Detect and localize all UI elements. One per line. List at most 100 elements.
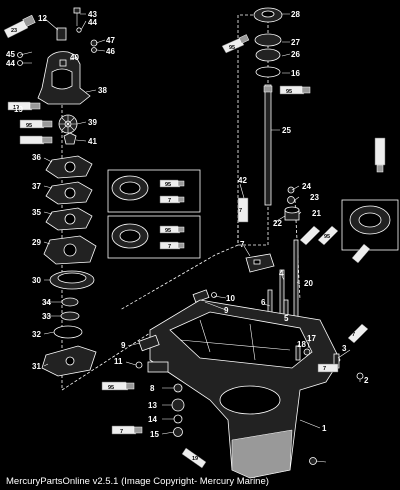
callout-21: 21	[312, 209, 321, 218]
callout-35: 35	[32, 208, 41, 217]
seal-33	[60, 311, 80, 321]
callout-39: 39	[88, 118, 97, 127]
seal-34	[61, 297, 79, 307]
callout-37: 37	[32, 182, 41, 191]
tube-label: 95	[324, 234, 330, 240]
bearing-race-26	[255, 48, 281, 62]
tube-label: 7	[168, 198, 171, 204]
callout-5: 5	[284, 314, 289, 323]
bearing-27	[254, 33, 282, 47]
washer-24	[287, 186, 295, 194]
grommet-47	[90, 39, 98, 47]
callout-9: 9	[224, 306, 229, 315]
block-9	[138, 334, 160, 352]
callout-6: 6	[261, 298, 266, 307]
bearing-21	[284, 206, 300, 221]
washer-17	[303, 348, 311, 356]
callout-36: 36	[32, 153, 41, 162]
tube-95-8: 95	[101, 381, 135, 391]
callout-13: 13	[148, 401, 157, 410]
impeller-39	[58, 114, 78, 134]
tube-33-right	[317, 363, 339, 373]
bearing-carrier-30	[49, 270, 95, 290]
callout-9b: 9	[121, 341, 126, 350]
callout-10: 10	[226, 294, 235, 303]
key-41	[63, 132, 77, 145]
driveshaft-25	[263, 84, 273, 206]
tube-label: 7	[352, 332, 355, 338]
bracket-7	[245, 253, 275, 273]
grommet-46	[91, 47, 97, 53]
tube-7-41	[19, 135, 53, 145]
callout-18: 18	[297, 340, 306, 349]
callout-30: 30	[32, 276, 41, 285]
screw-2	[356, 372, 364, 380]
callout-19: 19	[14, 105, 23, 114]
tube-7-15: 7	[111, 425, 143, 435]
tube-7-mid	[299, 225, 321, 246]
tube-label: 95	[165, 182, 171, 188]
stud-43	[73, 7, 81, 26]
copyright-footer: MercuryPartsOnline v2.5.1 (Image Copyrig…	[6, 476, 269, 487]
tube-label: 95	[286, 89, 292, 95]
guide-line	[119, 200, 239, 311]
callout-22: 22	[273, 219, 282, 228]
callout-20: 20	[304, 279, 313, 288]
callout-40: 40	[70, 53, 79, 62]
gear-13	[171, 398, 185, 412]
callout-3: 3	[342, 344, 347, 353]
washer-23	[287, 196, 295, 204]
o-ring-32	[53, 325, 83, 339]
tube-label: 7	[168, 244, 171, 250]
screw-18b	[309, 457, 317, 465]
callout-46: 46	[106, 47, 115, 56]
plate-29	[43, 235, 97, 265]
tube-label: 95	[26, 123, 32, 129]
tube-95-3: 7	[347, 323, 369, 344]
callout-14: 14	[148, 415, 157, 424]
callout-23: 23	[310, 193, 319, 202]
callout-43: 43	[88, 10, 97, 19]
callout-7: 7	[240, 240, 245, 249]
callout-4: 4	[279, 269, 284, 278]
callout-25: 25	[282, 126, 291, 135]
tube-label: 7	[120, 429, 123, 435]
pinion-gear-28	[253, 7, 283, 23]
tube-label: 7	[323, 366, 326, 372]
plug-11	[135, 361, 143, 369]
sleeve-12	[56, 27, 67, 41]
tube-7-right	[374, 137, 386, 173]
callout-31: 31	[32, 362, 41, 371]
bearing-box-right	[341, 199, 399, 264]
callout-29: 29	[32, 238, 41, 247]
gear-housing-1	[149, 299, 341, 479]
upper-tube-23: 23	[3, 14, 36, 39]
washer-8	[173, 383, 183, 393]
plate-31	[41, 345, 97, 377]
tube-label: 95	[108, 385, 114, 391]
face-plate-36	[45, 155, 93, 179]
tube-label: 7	[239, 208, 242, 214]
washer-14	[173, 414, 183, 424]
callout-15: 15	[150, 430, 159, 439]
water-pump-housing-38	[37, 51, 91, 105]
tube-95-39: 95	[19, 119, 53, 129]
callout-24: 24	[302, 182, 311, 191]
tube-19: 19	[7, 101, 41, 111]
callout-47: 47	[106, 36, 115, 45]
gasket-37	[45, 181, 93, 205]
callout-44b: 44	[6, 59, 15, 68]
callout-16: 16	[291, 69, 300, 78]
tube-19-bottom: 19	[181, 447, 207, 469]
callout-26: 26	[291, 50, 300, 59]
tube-label: 19	[192, 456, 198, 462]
callout-11: 11	[114, 357, 123, 366]
bearing-box-upper: 95 7	[107, 169, 201, 213]
callout-8: 8	[150, 384, 155, 393]
callout-33: 33	[42, 312, 51, 321]
tube-95-42: 7	[237, 197, 249, 223]
callout-1: 1	[322, 424, 327, 433]
callout-42: 42	[238, 176, 247, 185]
